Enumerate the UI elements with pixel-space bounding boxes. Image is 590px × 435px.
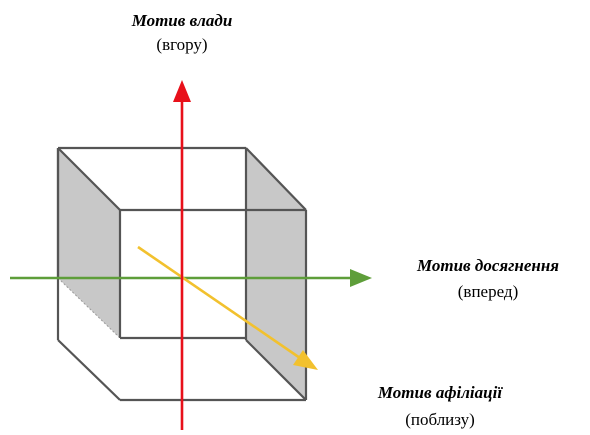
- achievement-label-subtitle: (вперед): [458, 282, 518, 301]
- affiliation-label-subtitle: (поблизу): [405, 410, 475, 429]
- achievement-arrowhead: [350, 269, 372, 287]
- power-label-title: Мотив влади: [131, 11, 233, 30]
- affiliation-label-title: Мотив афіліації: [377, 383, 503, 402]
- achievement-label-title: Мотив досягнення: [416, 256, 559, 275]
- affiliation-axis: [137, 245, 318, 370]
- power-arrowhead: [173, 80, 191, 102]
- cube-visible-edges: [56, 146, 308, 402]
- cube-left-face: [58, 148, 120, 338]
- affiliation-arrowhead: [293, 350, 318, 370]
- power-label-subtitle: (вгору): [156, 35, 207, 54]
- power-axis: [173, 80, 191, 430]
